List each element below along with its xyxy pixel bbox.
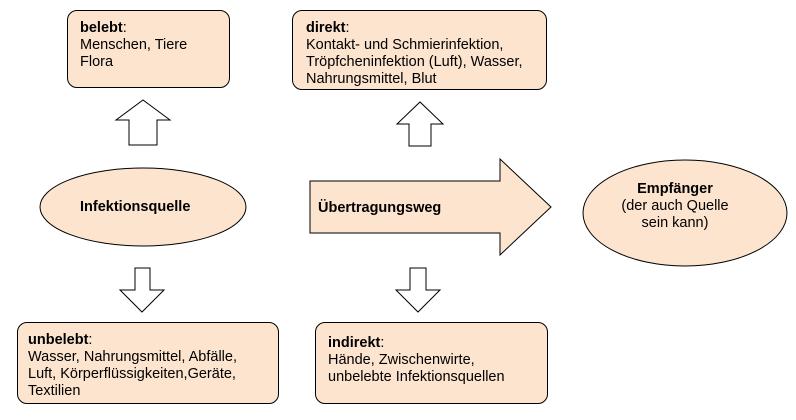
unbelebt-line-3: Textilien [28,383,81,399]
direkt-line-3: Nahrungsmittel, Blut [306,71,437,87]
unbelebt-line-2: Luft, Körperflüssigkeiten,Geräte, [28,366,236,382]
belebt-title: belebt [80,20,123,36]
belebt-box: belebt: Menschen, Tiere Flora [67,10,230,88]
belebt-line-2: Flora [80,54,114,70]
receiver-ellipse [582,159,788,267]
up-arrow-channel [395,101,445,147]
receiver-label: Empfänger (der auch Quelle sein kann) [620,181,730,232]
unbelebt-title: unbelebt [28,332,89,348]
unbelebt-colon: : [88,332,93,348]
down-arrow-source [118,267,166,313]
indirekt-line-1: Hände, Zwischenwirte, [328,352,475,368]
direkt-colon: : [345,20,350,36]
source-ellipse [39,167,247,247]
indirekt-box: indirekt: Hände, Zwischenwirte, unbelebt… [315,322,548,404]
receiver-subtitle-line-1: (der auch Quelle [621,198,729,214]
channel-arrow [309,157,552,257]
channel-title: Übertragungsweg [318,200,442,216]
indirekt-line-2: unbelebte Infektionsquellen [328,369,505,385]
indirekt-colon: : [380,335,385,351]
indirekt-title: indirekt [328,335,381,351]
belebt-line-1: Menschen, Tiere [80,37,188,53]
direkt-line-1: Kontakt- und Schmierinfektion, [306,37,504,53]
direkt-line-2: Tröpfcheninfektion (Luft), Wasser, [306,54,523,70]
direkt-box: direkt: Kontakt- und Schmierinfektion, T… [292,10,547,90]
belebt-colon: : [122,20,127,36]
source-title: Infektionsquelle [80,199,191,215]
unbelebt-line-1: Wasser, Nahrungsmittel, Abfälle, [28,349,237,365]
receiver-title: Empfänger [637,181,713,197]
receiver-subtitle-line-2: sein kann) [641,215,709,231]
unbelebt-box: unbelebt: Wasser, Nahrungsmittel, Abfäll… [17,322,279,404]
direkt-title: direkt [306,20,346,36]
down-arrow-channel [394,267,442,313]
up-arrow-source [114,99,172,146]
